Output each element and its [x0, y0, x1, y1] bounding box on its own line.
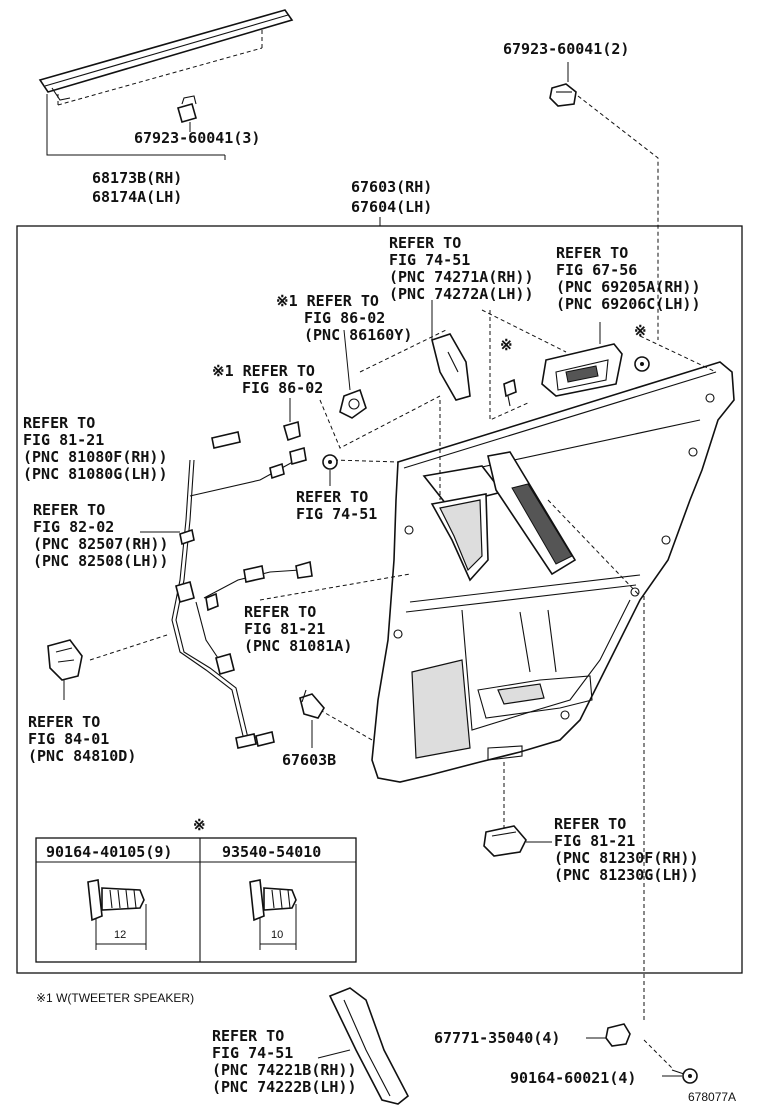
- wire-ref-line2: FIG 81-21: [244, 620, 325, 638]
- fastener-left-drawing: [87, 879, 147, 950]
- switch-ref-line1: REFER TO: [554, 815, 626, 833]
- fastener-left-dimension: 12: [114, 929, 126, 941]
- footnote: ※1 W(TWEETER SPEAKER): [36, 991, 194, 1005]
- tweeter-ref-b-line2: FIG 86-02: [242, 379, 323, 397]
- trim-rh-label: 67603(RH): [351, 178, 432, 196]
- switch-part: [483, 825, 527, 857]
- clip-label-right: 67923-60041(2): [503, 40, 629, 58]
- armrest-ref-line1: REFER TO: [389, 234, 461, 252]
- fastener-right-dimension: 10: [271, 929, 283, 941]
- speaker-ref-line2: FIG 82-02: [33, 518, 114, 536]
- speaker-ref-line1: REFER TO: [33, 501, 105, 519]
- fastener-right-part-number: 93540-54010: [222, 843, 321, 861]
- clip-screw-d: [322, 454, 338, 470]
- fastener-right-drawing: [249, 879, 297, 950]
- grip-ref-line3: (PNC 74221B(RH)): [212, 1061, 357, 1079]
- asterisk-mark-table: ※: [193, 816, 206, 834]
- tweeter-ref-a-line3: (PNC 86160Y): [304, 326, 412, 344]
- bracket-ref-line2: FIG 84-01: [28, 730, 109, 748]
- asterisk-mark-2: ※: [500, 336, 513, 354]
- harness-ref-line1: REFER TO: [23, 414, 95, 432]
- clip-67603b: [299, 689, 325, 719]
- screw-ref-line2: FIG 74-51: [296, 505, 377, 523]
- grip-ref-line2: FIG 74-51: [212, 1044, 293, 1062]
- fastener-label: 67603B: [282, 751, 336, 769]
- armrest-ref-line2: FIG 74-51: [389, 251, 470, 269]
- switch-ref-line2: FIG 81-21: [554, 832, 635, 850]
- tweeter-ref-a-line1: ※1 REFER TO: [276, 292, 379, 310]
- screw-b: [503, 378, 517, 407]
- screw-part: [671, 1068, 698, 1084]
- speaker-ref-line4: (PNC 82508(LH)): [33, 552, 168, 570]
- wire-ref-line1: REFER TO: [244, 603, 316, 621]
- wire-ref-line3: (PNC 81081A): [244, 637, 352, 655]
- handle-ref-line1: REFER TO: [556, 244, 628, 262]
- asterisk-mark-1: ※: [634, 322, 647, 340]
- clip-screw-c: [283, 420, 301, 442]
- fastener-left-part-number: 90164-40105(9): [46, 843, 172, 861]
- wire-harness: [171, 431, 313, 749]
- clip-label-left: 67923-60041(3): [134, 129, 260, 147]
- weatherstrip-part: [38, 9, 294, 106]
- trim-lh-label: 67604(LH): [351, 198, 432, 216]
- screw-label: 90164-60021(4): [510, 1069, 636, 1087]
- switch-ref-line4: (PNC 81230G(LH)): [554, 866, 699, 884]
- handle-ref-line2: FIG 67-56: [556, 261, 637, 279]
- armrest-ref-line3: (PNC 74271A(RH)): [389, 268, 534, 286]
- harness-ref-line2: FIG 81-21: [23, 431, 104, 449]
- tweeter-bracket: [431, 333, 471, 401]
- inside-handle-bezel: [541, 343, 623, 397]
- tweeter-ref-b-line1: ※1 REFER TO: [212, 362, 315, 380]
- grip-ref-line4: (PNC 74222B(LH)): [212, 1078, 357, 1096]
- handle-ref-line3: (PNC 69205A(RH)): [556, 278, 701, 296]
- bracket-part-left: [47, 639, 83, 681]
- figure-id: 678077A: [688, 1090, 736, 1104]
- bracket-ref-line3: (PNC 84810D): [28, 747, 136, 765]
- weatherstrip-lh-label: 68174A(LH): [92, 188, 182, 206]
- harness-ref-line4: (PNC 81080G(LH)): [23, 465, 168, 483]
- armrest-ref-line4: (PNC 74272A(LH)): [389, 285, 534, 303]
- harness-ref-line3: (PNC 81080F(RH)): [23, 448, 168, 466]
- bracket-ref-line1: REFER TO: [28, 713, 100, 731]
- switch-ref-line3: (PNC 81230F(RH)): [554, 849, 699, 867]
- speaker-ref-line3: (PNC 82507(RH)): [33, 535, 168, 553]
- cap-label: 67771-35040(4): [434, 1029, 560, 1047]
- handle-ref-line4: (PNC 69206C(LH)): [556, 295, 701, 313]
- tweeter-ref-a-line2: FIG 86-02: [304, 309, 385, 327]
- screw-a: [634, 356, 650, 372]
- clip-part-right: [549, 83, 577, 107]
- grip-ref-line1: REFER TO: [212, 1027, 284, 1045]
- armrest-part: [422, 451, 577, 582]
- cap-part: [605, 1023, 631, 1047]
- weatherstrip-rh-label: 68173B(RH): [92, 169, 182, 187]
- screw-ref-line1: REFER TO: [296, 488, 368, 506]
- clip-part-left: [177, 95, 197, 123]
- tweeter-speaker: [339, 388, 367, 419]
- assist-grip-cover: [328, 987, 410, 1105]
